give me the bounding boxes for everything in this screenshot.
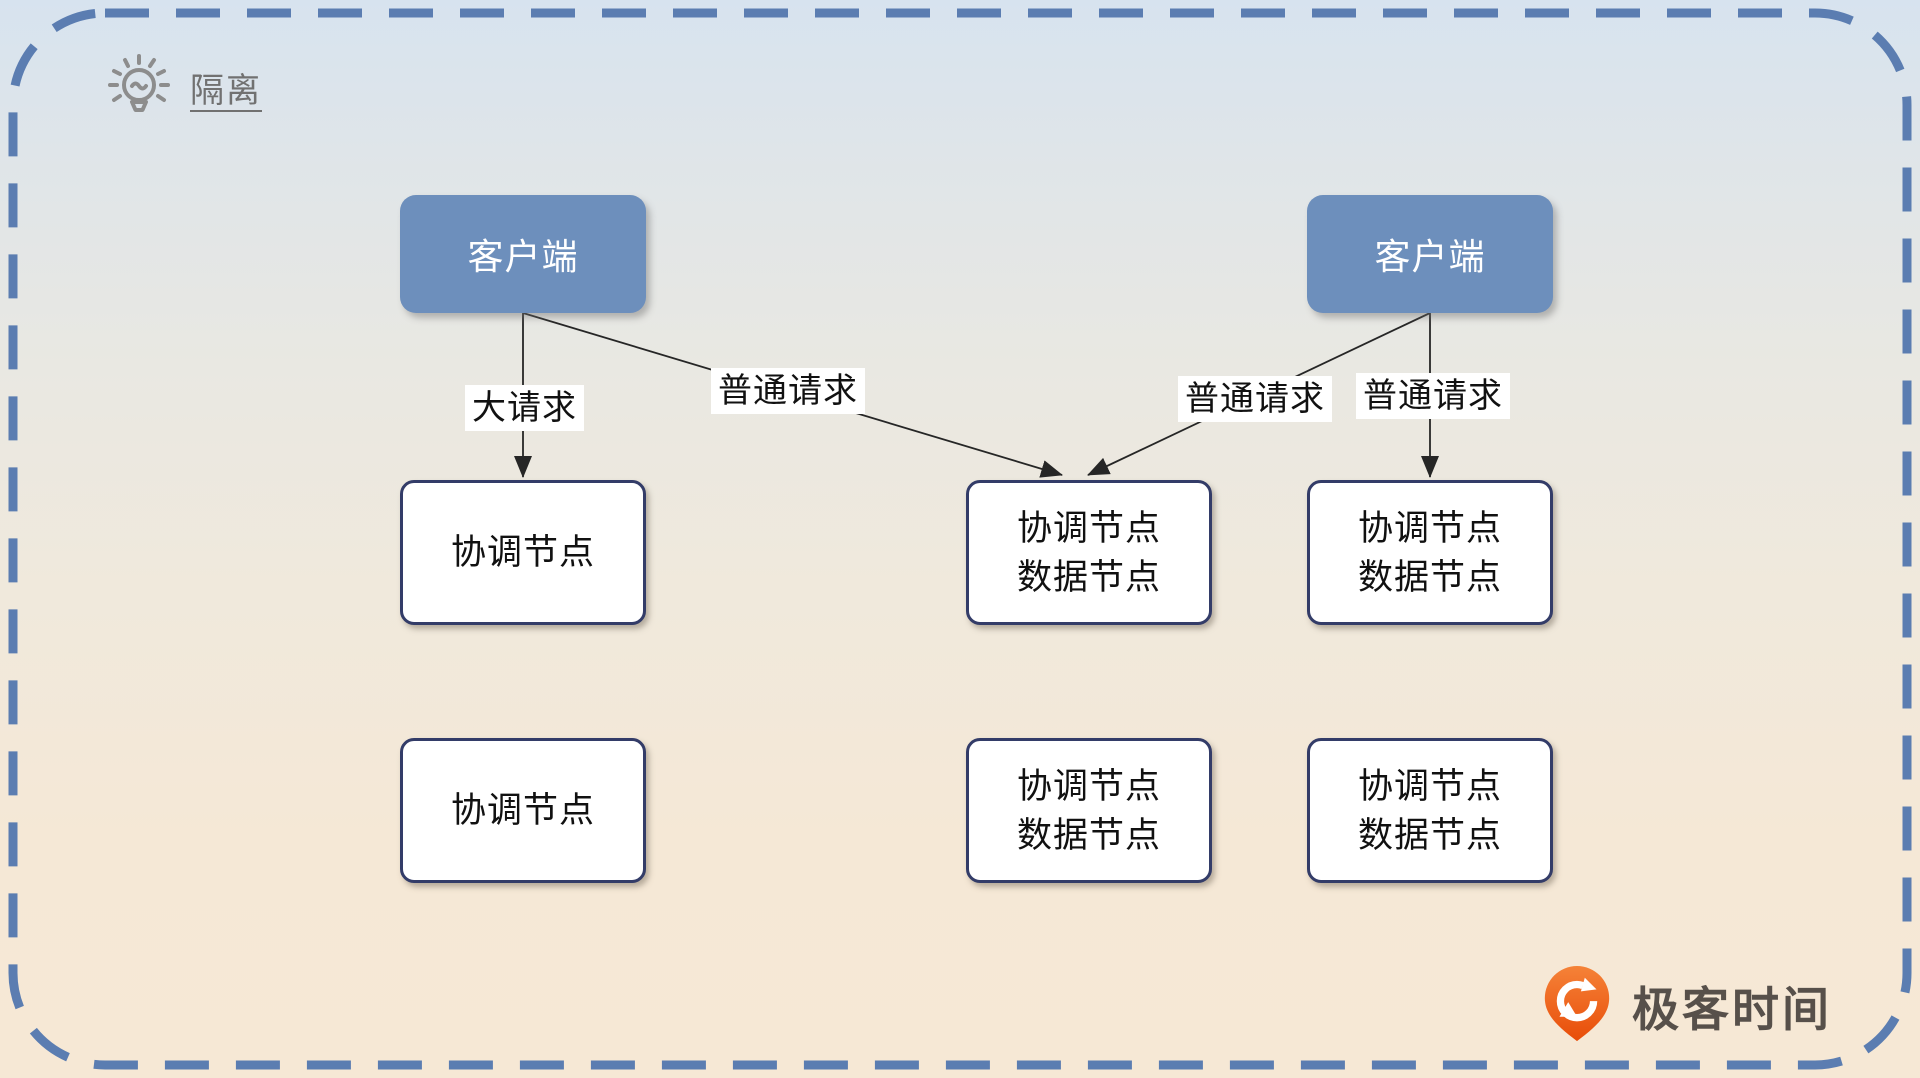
geektime-logo-icon [1544, 966, 1610, 1042]
client-node-left: 客户端 [400, 195, 646, 313]
node-line: 数据节点 [1357, 815, 1502, 855]
edge-label-normal-request-3: 普通请求 [1356, 373, 1510, 419]
coordinator-data-node-row1-right: 协调节点 数据节点 [1307, 480, 1553, 625]
coordinator-data-node-row1-middle: 协调节点 数据节点 [966, 480, 1212, 625]
node-line: 协调节点 [450, 533, 595, 572]
node-line: 协调节点 [1016, 508, 1161, 548]
coordinator-data-node-row2-right: 协调节点 数据节点 [1307, 738, 1553, 883]
node-line: 协调节点 [1357, 508, 1502, 548]
client-label: 客户端 [1374, 236, 1486, 277]
node-line: 数据节点 [1016, 557, 1161, 597]
geektime-logo: 极客时间 [1538, 966, 1832, 1044]
node-line: 协调节点 [450, 791, 595, 830]
header: 隔离 [106, 54, 262, 120]
client-node-right: 客户端 [1307, 195, 1553, 313]
edge-label-normal-request-2: 普通请求 [1178, 376, 1332, 422]
edge-label-normal-request-1: 普通请求 [711, 368, 865, 414]
diagram-title: 隔离 [190, 71, 262, 110]
client-label: 客户端 [467, 236, 579, 277]
lightbulb-icon [108, 54, 170, 112]
node-line: 协调节点 [1016, 766, 1161, 806]
geektime-logo-text: 极客时间 [1632, 982, 1832, 1036]
dashed-border [8, 8, 1912, 1070]
node-line: 数据节点 [1357, 557, 1502, 597]
coordinator-node-row2-left: 协调节点 [400, 738, 646, 883]
edge-label-big-request: 大请求 [465, 385, 584, 431]
node-line: 数据节点 [1016, 815, 1161, 855]
coordinator-data-node-row2-middle: 协调节点 数据节点 [966, 738, 1212, 883]
coordinator-node-row1-left: 协调节点 [400, 480, 646, 625]
node-line: 协调节点 [1357, 766, 1502, 806]
